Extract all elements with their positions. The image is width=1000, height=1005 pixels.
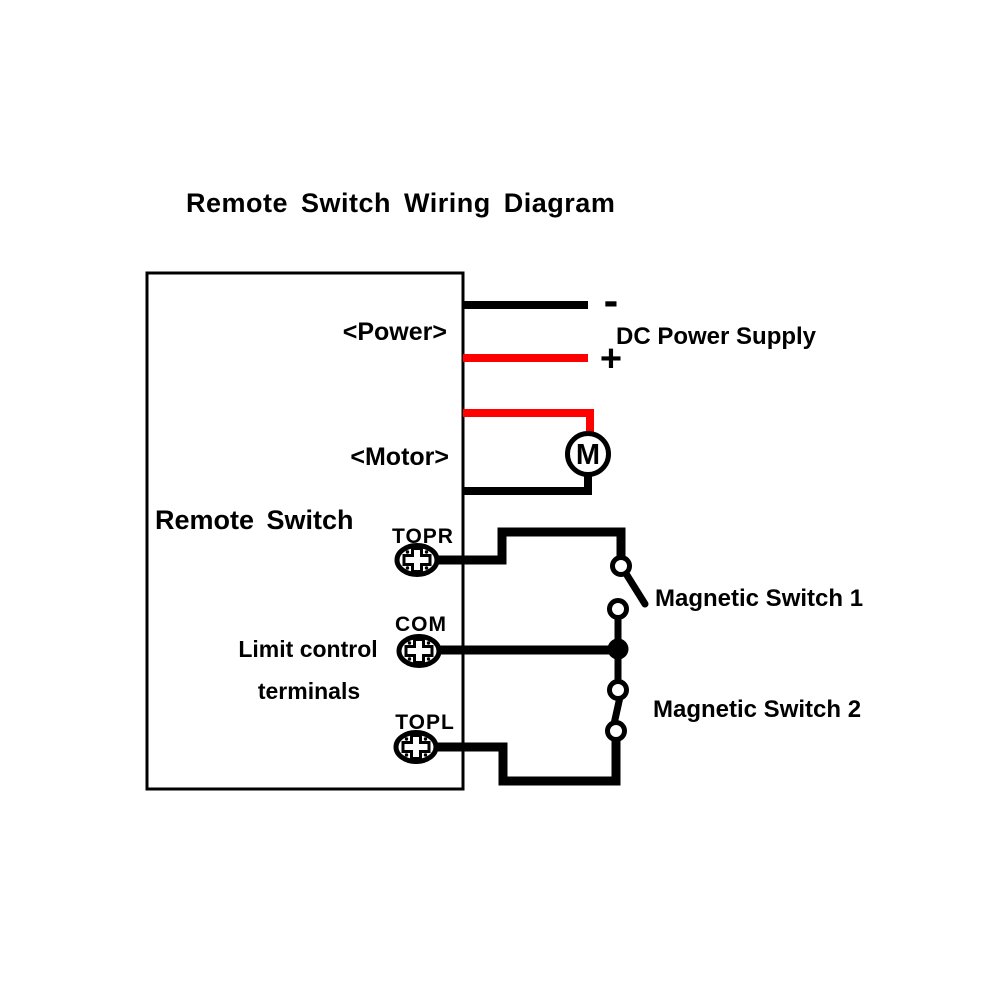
terminal-topl-icon <box>396 733 436 762</box>
terminal-topr-label: TOPR <box>392 525 454 548</box>
magnetic-switch2-lever <box>610 693 624 728</box>
topr-circuit-wire <box>417 527 626 565</box>
magnetic-switch2-label: Magnetic Switch 2 <box>653 696 861 723</box>
motor-negative-wire <box>463 474 592 495</box>
dc-power-supply-label: DC Power Supply <box>616 323 817 350</box>
remote-switch-box <box>145 271 465 791</box>
magnetic-switch1-contact-top <box>610 555 632 577</box>
remote-switch-label: Remote Switch <box>155 505 354 535</box>
terminal-com-label: COM <box>395 613 447 636</box>
magnetic-switch2-contact-bottom <box>605 720 627 742</box>
motor-positive-wire <box>463 409 594 434</box>
motor-circle <box>565 431 611 477</box>
magnetic-switch2-contact-top <box>607 679 629 701</box>
negative-sign-label: - <box>604 276 619 325</box>
diagram-title: Remote Switch Wiring Diagram <box>186 188 615 218</box>
terminal-topr-icon <box>397 546 437 575</box>
motor-port-label: <Motor> <box>350 443 449 471</box>
terminal-topl-label: TOPL <box>395 711 455 734</box>
limit-control-caption-line1: Limit control <box>238 636 377 662</box>
terminal-com-icon <box>399 637 439 666</box>
topl-circuit-wire <box>417 739 621 786</box>
motor-symbol-label: M <box>576 439 600 471</box>
magnetic-switch1-label: Magnetic Switch 1 <box>655 585 863 612</box>
power-port-label: <Power> <box>343 318 447 346</box>
magnetic-switch1-contact-bottom <box>607 598 629 620</box>
magnetic-switch1-lever <box>621 568 649 608</box>
limit-control-caption-line2: terminals <box>258 678 360 704</box>
positive-sign-label: + <box>600 338 622 380</box>
